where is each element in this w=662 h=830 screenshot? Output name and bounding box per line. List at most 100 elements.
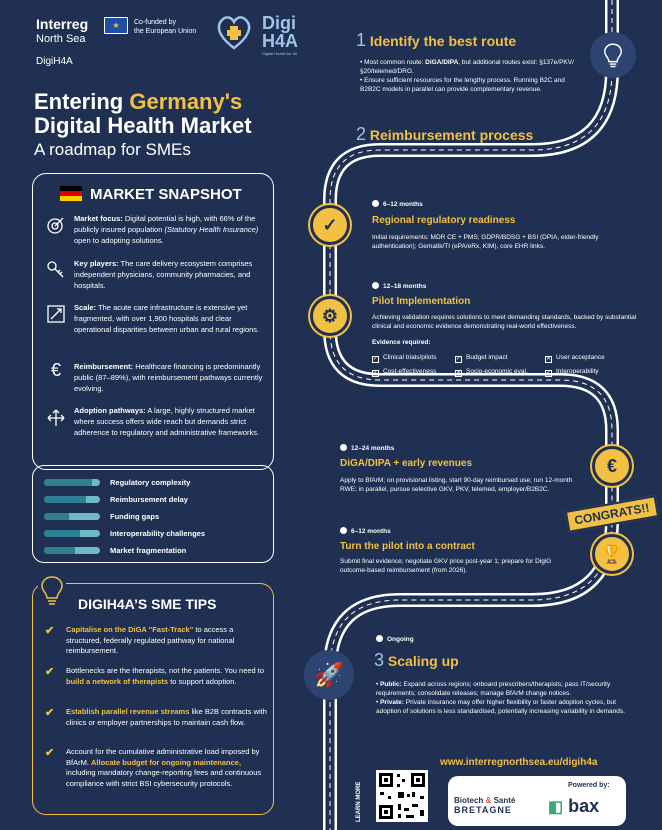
- evidence-text: Cost-effectiveness: [383, 368, 437, 375]
- bar-fill: [44, 529, 81, 537]
- sme-tips-title: DIGIH4A’S SME TIPS: [78, 596, 217, 612]
- market-snapshot-title: MARKET SNAPSHOT: [90, 186, 242, 203]
- stage-text: Achieving validation requires solutions …: [372, 314, 637, 330]
- snapshot-text: The care delivery ecosystem comprises in…: [74, 259, 253, 290]
- tip-item: Establish parallel revenue streams like …: [66, 707, 268, 728]
- bar-label: Regulatory complexity: [110, 477, 191, 487]
- tip-item: Bottlenecks are the therapists, not the …: [66, 666, 268, 687]
- euro-circle-icon: €: [592, 446, 632, 486]
- snapshot-label: Reimbursement:: [74, 362, 134, 371]
- tip-text: to access a structured, federally regula…: [66, 625, 235, 655]
- bullet-text: Expand across regions; onboard prescribe…: [376, 681, 611, 697]
- partners-box: Powered by: Biotech & Santé BRETAGNE ◧ b…: [448, 776, 626, 826]
- bar-row: Funding gaps: [44, 511, 159, 521]
- qr-code-icon[interactable]: [376, 770, 428, 822]
- evidence-label: Evidence required:: [372, 339, 431, 346]
- step3-heading: 3 Scaling up: [374, 650, 459, 671]
- evidence-item: ✓Clinical trials/pilots: [372, 354, 436, 363]
- tip-text: to support adoption.: [168, 676, 237, 686]
- evidence-text: Interoperability: [556, 368, 599, 375]
- stage-duration: Ongoing: [376, 635, 414, 643]
- tip-bold: Allocate budget for ongoing maintenance,: [91, 757, 242, 767]
- clock-icon: [340, 444, 347, 451]
- powered-by-label: Powered by:: [568, 782, 610, 789]
- evidence-item: ✓ Interoperability: [545, 368, 599, 377]
- bullet-text: Ensure sufficient resources for the leng…: [360, 77, 565, 93]
- bar-track: [44, 546, 100, 554]
- bullet-text: , but additional routes exist: §137e/PKV…: [360, 59, 574, 75]
- stage-duration: 12–18 months: [372, 282, 426, 290]
- target-icon: [47, 217, 64, 234]
- tip-text: Bottlenecks are the therapists, not the …: [66, 666, 265, 675]
- snapshot-item-reimbursement: Reimbursement: Healthcare financing is p…: [74, 361, 266, 394]
- biotech-sante-logo: Biotech & Santé BRETAGNE: [454, 796, 515, 815]
- step2-number: 2: [356, 124, 367, 144]
- logo-h4a: H4A: [262, 31, 299, 51]
- snapshot-text: The acute care infrastructure is extensi…: [74, 303, 260, 334]
- check-icon: ✔: [45, 666, 55, 678]
- clock-icon: [376, 635, 383, 642]
- clock-icon: [372, 282, 379, 289]
- checkbox-icon: ✓: [372, 370, 379, 377]
- partner1-mark: &: [485, 796, 492, 805]
- partner1-c: BRETAGNE: [454, 805, 512, 815]
- partner1-b: Santé: [493, 796, 516, 805]
- stage-duration: 12–24 months: [340, 444, 394, 452]
- snapshot-text: A large, highly structured market where …: [74, 406, 260, 437]
- duration-text: 6–12 months: [383, 201, 423, 208]
- tip-bold: Capitalise on the DiGA "Fast-Track": [66, 625, 194, 634]
- duration-text: 6–12 months: [351, 528, 391, 535]
- step3-number: 3: [374, 650, 385, 670]
- project-name: DigiH4A: [36, 56, 73, 67]
- snapshot-item-adoption: Adoption pathways: A large, highly struc…: [74, 405, 266, 438]
- checkbox-icon: ✓: [545, 370, 552, 377]
- challenge-bars-panel: [32, 465, 274, 563]
- stage-title: Turn the pilot into a contract: [340, 541, 475, 552]
- website-link[interactable]: www.interregnorthsea.eu/digih4a: [440, 757, 598, 768]
- bar-track: [44, 529, 100, 537]
- snapshot-label: Adoption pathways:: [74, 406, 146, 415]
- learn-more-label: LEARN MORE: [356, 781, 362, 822]
- bullet-text: Most common route:: [364, 59, 426, 66]
- logo-tagline: Digital Health for All: [262, 51, 297, 56]
- bax-text: bax: [568, 796, 600, 816]
- snapshot-item-market-focus: Market focus: Digital potential is high,…: [74, 213, 266, 246]
- snapshot-item-key-players: Key players: The care delivery ecosystem…: [74, 258, 266, 291]
- bar-row: Market fragmentation: [44, 545, 186, 555]
- partner1-a: Biotech: [454, 796, 484, 805]
- sme-tips-panel: [32, 583, 274, 815]
- step1-bullet: • Most common route: DiGA/DIPA, but addi…: [360, 59, 574, 75]
- logo-digi: Digi: [262, 13, 296, 33]
- checkbox-icon: ✕: [455, 370, 462, 377]
- bullet-text: Private insurance may offer higher flexi…: [376, 699, 625, 715]
- step3-bullet: • Public: Expand across regions; onboard…: [376, 681, 611, 697]
- tip-text: like B2B contracts with clinics or emplo…: [66, 707, 267, 727]
- scale-icon: [47, 305, 65, 323]
- key-icon: [47, 261, 64, 278]
- clock-icon: [372, 200, 379, 207]
- stage-title: DiGA/DIPA + early revenues: [340, 458, 473, 469]
- heart-logo-icon: [217, 16, 251, 50]
- title-part1: Entering: [34, 89, 130, 114]
- checkbox-icon: ✓: [455, 356, 462, 363]
- bar-fill: [44, 546, 75, 554]
- evidence-text: Socio-economic eval.: [466, 368, 528, 375]
- clock-icon: [340, 527, 347, 534]
- stage-text: Submit final evidence; negotiate GKV pri…: [340, 558, 552, 574]
- evidence-text: Budget impact: [466, 354, 508, 361]
- bar-row: Interoperability challenges: [44, 528, 205, 538]
- bar-row: Regulatory complexity: [44, 477, 190, 487]
- step1-bullets: • Most common route: DiGA/DIPA, but addi…: [360, 58, 575, 94]
- trophy-circle-icon: 🏆: [592, 534, 632, 574]
- bar-fill: [44, 512, 70, 520]
- bar-track: [44, 495, 100, 503]
- step1-title: Identify the best route: [369, 33, 517, 49]
- snapshot-text: open to adopting solutions.: [74, 236, 164, 245]
- page-title-line2: Digital Health Market: [34, 113, 252, 138]
- step1-bullet: • Ensure sufficient resources for the le…: [360, 77, 565, 93]
- bar-fill: [44, 495, 86, 503]
- bar-label: Interoperability challenges: [110, 528, 206, 538]
- step3-bullet: • Private: Private insurance may offer h…: [376, 699, 625, 715]
- check-icon: ✔: [45, 707, 55, 719]
- stage-duration: 6–12 months: [372, 200, 423, 208]
